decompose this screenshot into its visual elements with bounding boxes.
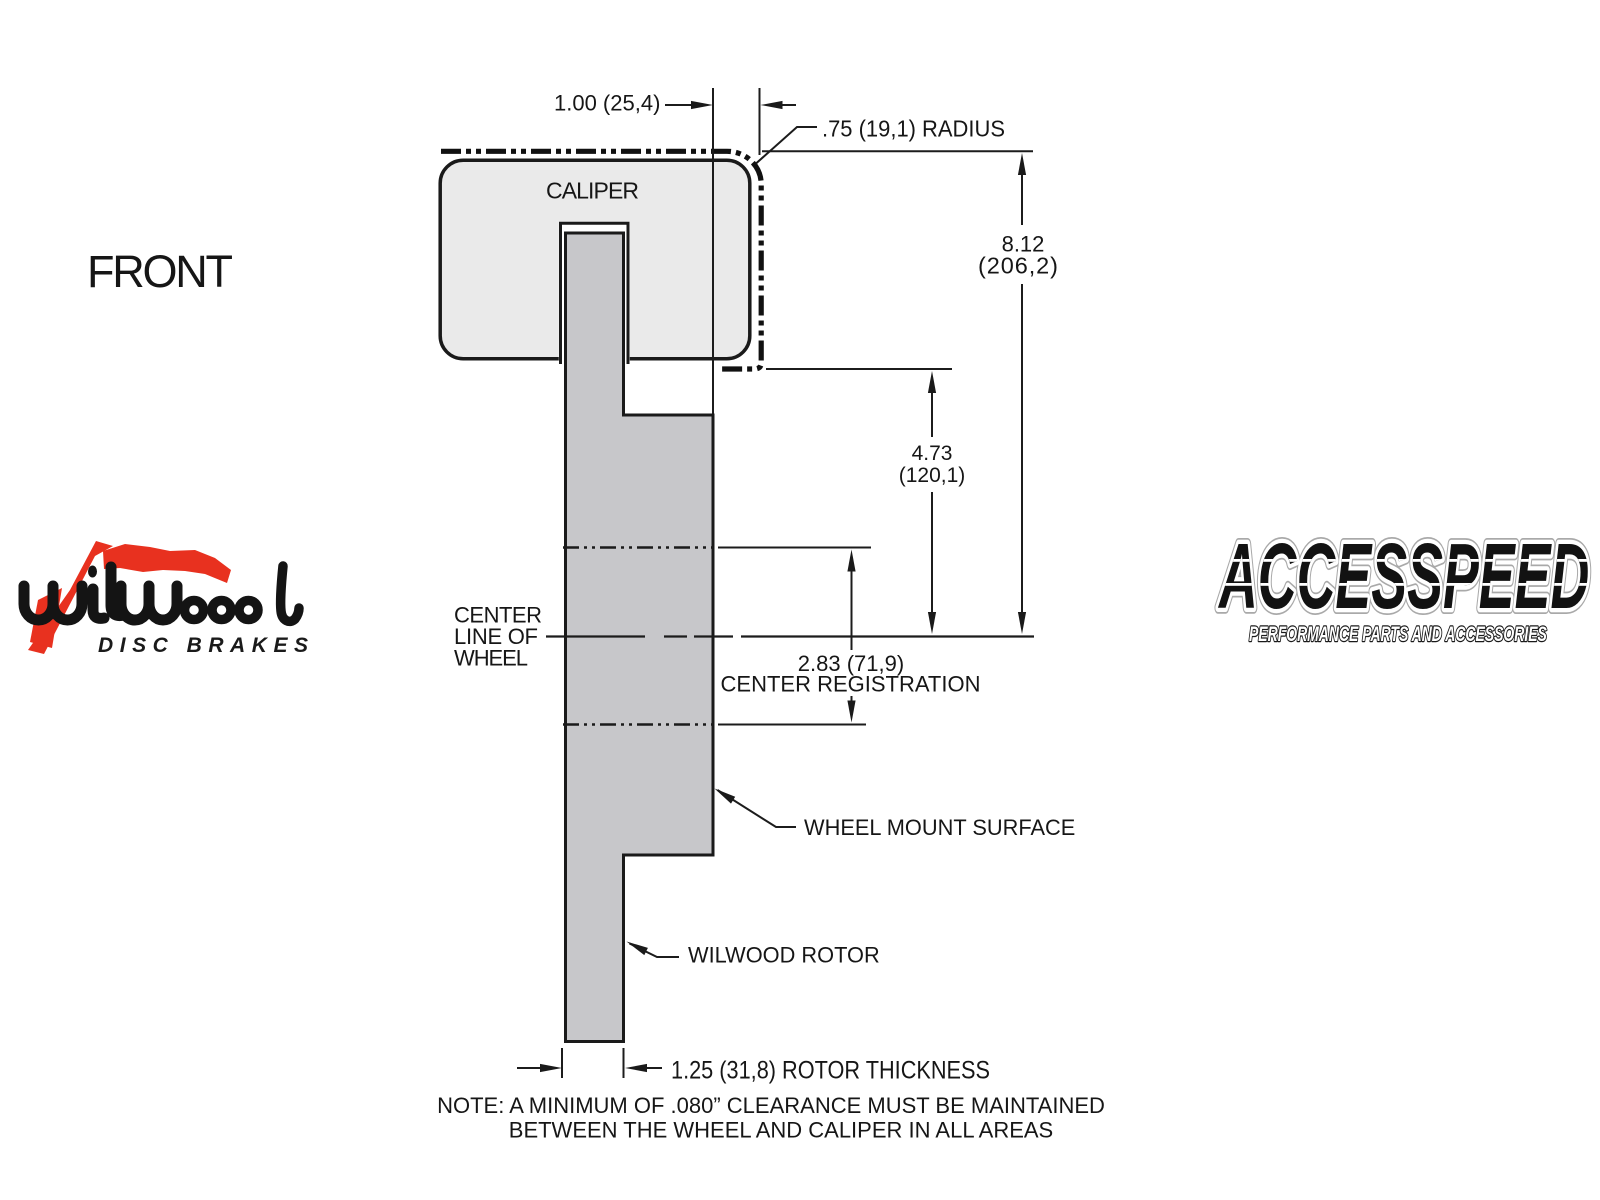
svg-text:4.73: 4.73 <box>912 442 953 465</box>
svg-text:NOTE: A MINIMUM OF .080” CLEAR: NOTE: A MINIMUM OF .080” CLEARANCE MUST … <box>437 1093 1105 1118</box>
svg-text:(120,1): (120,1) <box>899 464 966 487</box>
svg-text:WHEEL MOUNT SURFACE: WHEEL MOUNT SURFACE <box>804 815 1075 840</box>
svg-text:ACCESSPEED: ACCESSPEED <box>1218 525 1590 629</box>
svg-text:WHEEL: WHEEL <box>454 646 528 671</box>
svg-text:1.25 (31,8) ROTOR THICKNESS: 1.25 (31,8) ROTOR THICKNESS <box>671 1057 990 1085</box>
svg-text:FRONT: FRONT <box>87 246 233 297</box>
svg-text:(206,2): (206,2) <box>978 253 1058 279</box>
svg-text:PERFORMANCE PARTS AND ACCESSOR: PERFORMANCE PARTS AND ACCESSORIES <box>1249 622 1547 646</box>
svg-text:CENTER: CENTER <box>454 603 542 628</box>
svg-text:1.00 (25,4): 1.00 (25,4) <box>554 91 660 116</box>
svg-text:ACCESSPEED: ACCESSPEED <box>1218 525 1590 629</box>
svg-text:BETWEEN THE WHEEL AND CALIPER: BETWEEN THE WHEEL AND CALIPER IN ALL ARE… <box>509 1118 1053 1143</box>
svg-text:CALIPER: CALIPER <box>546 178 639 204</box>
svg-text:LINE OF: LINE OF <box>454 624 538 649</box>
svg-text:WILWOOD ROTOR: WILWOOD ROTOR <box>688 943 880 968</box>
svg-text:.75 (19,1) RADIUS: .75 (19,1) RADIUS <box>822 116 1005 142</box>
svg-text:8.12: 8.12 <box>1002 232 1045 257</box>
svg-text:2.83 (71,9): 2.83 (71,9) <box>798 651 904 676</box>
svg-text:CENTER REGISTRATION: CENTER REGISTRATION <box>721 672 981 697</box>
